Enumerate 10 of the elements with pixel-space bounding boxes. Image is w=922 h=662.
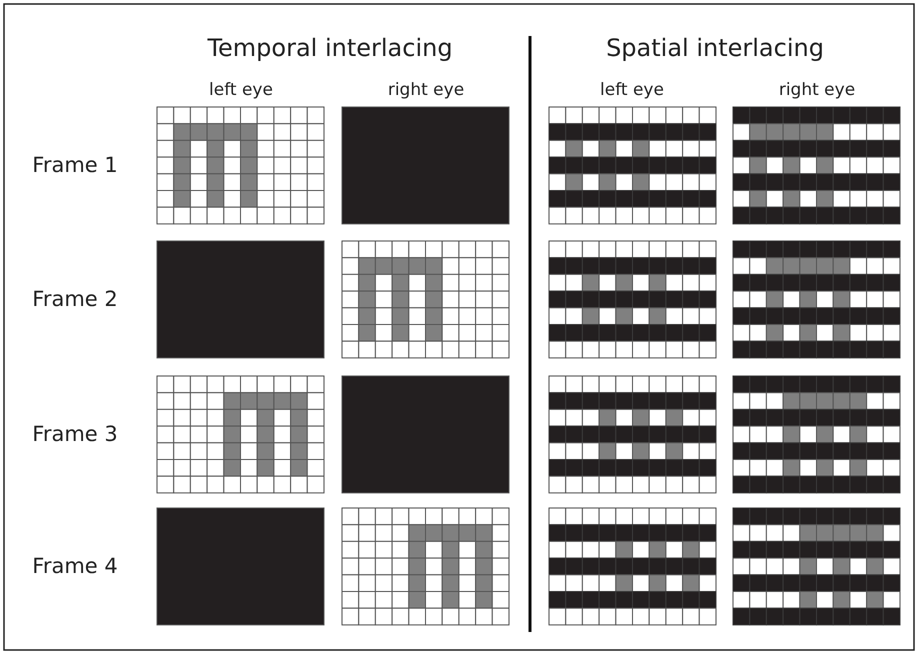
column-label: right eye <box>388 80 464 100</box>
section-heading: Temporal interlacing <box>207 34 453 62</box>
column-label: left eye <box>209 80 273 100</box>
column-label: right eye <box>778 80 856 100</box>
row-label: Frame 4 <box>32 554 118 578</box>
row-label: Frame 1 <box>32 153 118 177</box>
column-label: left eye <box>600 80 664 100</box>
row-label: Frame 2 <box>32 287 118 311</box>
row-label: Frame 3 <box>32 422 118 446</box>
section-heading: Spatial interlacing <box>606 34 824 62</box>
